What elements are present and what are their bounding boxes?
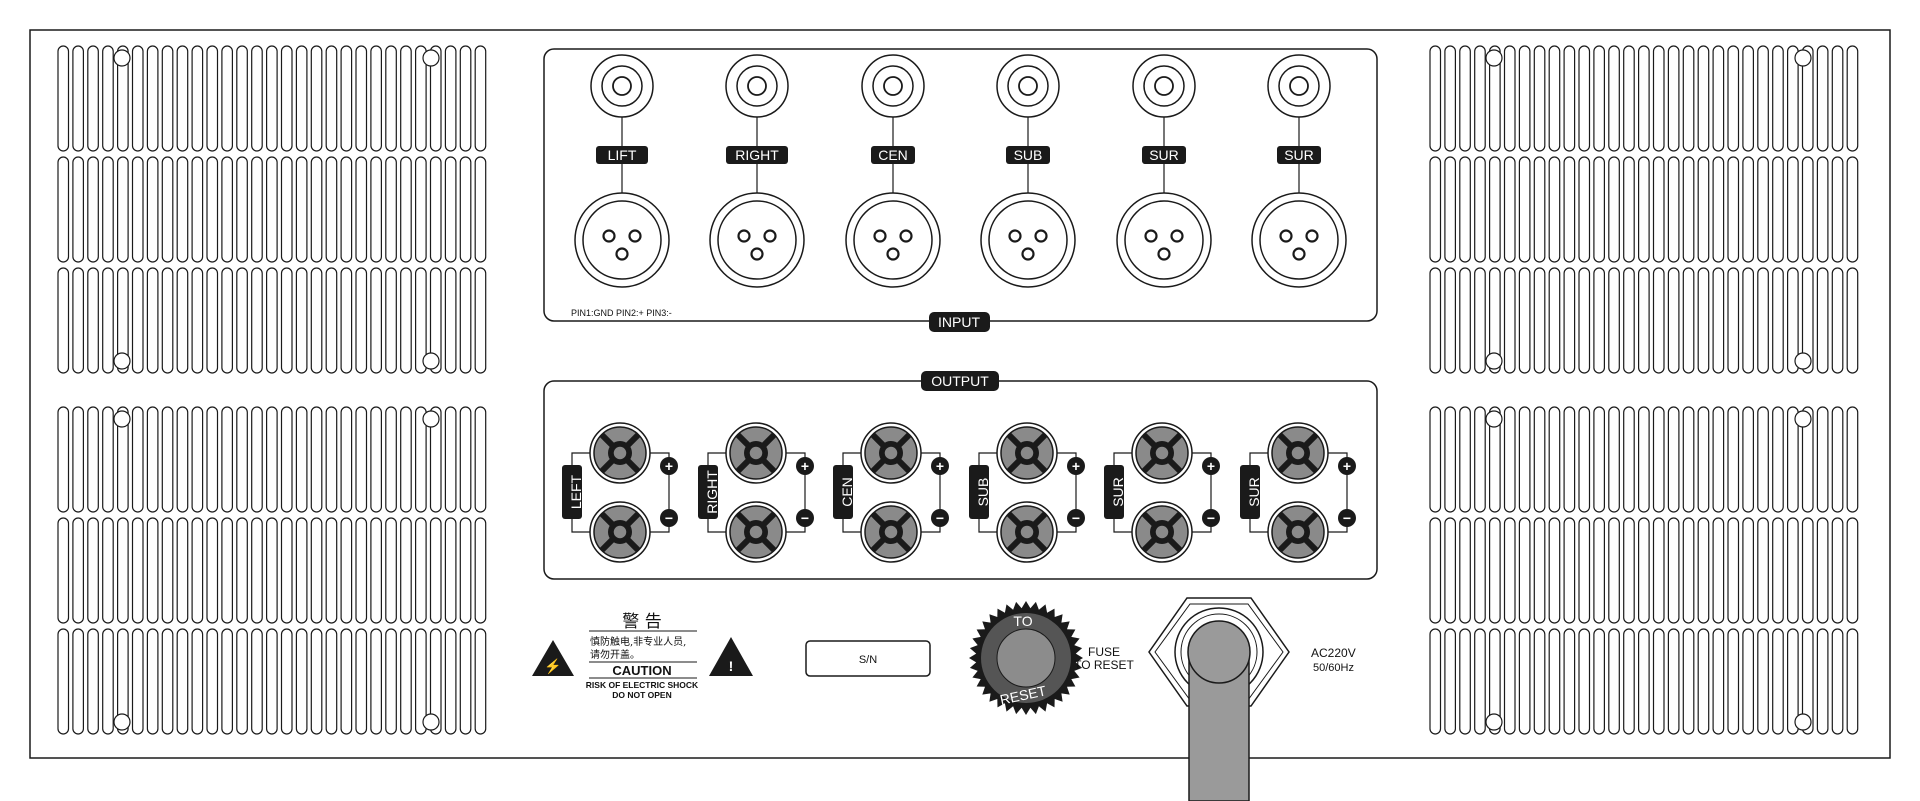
lightning-bolt-icon: ⚡ xyxy=(544,658,561,675)
power-cable-gland: AC220V 50/60Hz xyxy=(1148,597,1356,801)
input-panel-title: INPUT xyxy=(938,314,980,330)
svg-text:−: − xyxy=(1343,510,1351,526)
svg-text:−: − xyxy=(1072,510,1080,526)
svg-text:−: − xyxy=(936,510,944,526)
fuse-label-line1: FUSE xyxy=(1088,645,1120,659)
plus-polarity-icon xyxy=(931,457,949,475)
serial-number-plate: S/N xyxy=(805,640,931,677)
output-panel-title: OUTPUT xyxy=(931,373,989,389)
minus-polarity-icon xyxy=(796,509,814,527)
power-rating-line2: 50/60Hz xyxy=(1313,662,1354,674)
minus-polarity-icon xyxy=(1202,509,1220,527)
svg-text:+: + xyxy=(1072,458,1080,474)
warning-line1-cn: 慎防触电,非专业人员, xyxy=(590,635,686,648)
svg-text:+: + xyxy=(936,458,944,474)
plus-polarity-icon xyxy=(1202,457,1220,475)
plus-polarity-icon xyxy=(1067,457,1085,475)
svg-text:−: − xyxy=(1207,510,1215,526)
exclamation-glyph: ! xyxy=(729,658,734,674)
input-panel: LIFT RIGHT CEN SUB SUR SUR PIN1:GND PIN2:+ PI… xyxy=(543,48,1378,332)
vent-top-left xyxy=(57,45,487,374)
fuse-holder[interactable]: TO RESET FUSE TO RESET xyxy=(969,601,1135,715)
warning-label: ⚡ 警 告 慎防触电,非专业人员, 请勿开盖。 CAUTION RISK OF … xyxy=(532,612,753,700)
svg-text:−: − xyxy=(801,510,809,526)
output-channel-1: LEFT + − xyxy=(562,422,678,563)
caution-heading: CAUTION xyxy=(612,663,671,678)
warning-line2-cn: 请勿开盖。 xyxy=(590,648,640,661)
minus-polarity-icon xyxy=(1067,509,1085,527)
svg-text:+: + xyxy=(665,458,673,474)
vent-bottom-left xyxy=(57,406,487,735)
output-channel-label: RIGHT xyxy=(704,470,720,514)
output-channel-label: CEN xyxy=(839,477,855,507)
vent-top-right xyxy=(1429,45,1859,374)
output-channel-label: SUR xyxy=(1110,477,1126,507)
minus-polarity-icon xyxy=(660,509,678,527)
vent-bottom-right xyxy=(1429,406,1859,735)
exclamation-warning-icon xyxy=(709,637,753,676)
serial-number-label: S/N xyxy=(859,654,877,666)
input-channel-label: SUB xyxy=(1014,147,1043,163)
svg-text:+: + xyxy=(1207,458,1215,474)
input-channel-1: LIFT xyxy=(574,54,670,288)
plus-polarity-icon xyxy=(1338,457,1356,475)
output-channel-label: LEFT xyxy=(568,474,584,509)
input-channel-label: SUR xyxy=(1284,147,1314,163)
input-channel-3: CEN xyxy=(845,54,941,288)
input-channel-2: RIGHT xyxy=(709,54,805,288)
output-channel-6: SUR + − xyxy=(1240,422,1356,563)
output-channel-2: RIGHT + − xyxy=(698,422,814,563)
svg-text:−: − xyxy=(665,510,673,526)
input-channel-label: RIGHT xyxy=(735,147,779,163)
input-channel-label: LIFT xyxy=(608,147,637,163)
power-rating-line1: AC220V xyxy=(1311,646,1356,660)
plus-polarity-icon xyxy=(796,457,814,475)
output-channel-label: SUB xyxy=(975,478,991,507)
output-channel-4: SUB + − xyxy=(969,422,1085,563)
plus-polarity-icon xyxy=(660,457,678,475)
input-channel-6: SUR xyxy=(1251,54,1347,288)
output-channel-5: SUR + − xyxy=(1104,422,1220,563)
input-channel-label: SUR xyxy=(1149,147,1179,163)
fuse-reset-button[interactable] xyxy=(996,628,1056,688)
fuse-label-line2: TO RESET xyxy=(1074,658,1134,672)
pin-assignment-note: PIN1:GND PIN2:+ PIN3:- xyxy=(571,308,672,318)
svg-text:+: + xyxy=(801,458,809,474)
input-channel-4: SUB xyxy=(980,54,1076,288)
svg-text:+: + xyxy=(1343,458,1351,474)
output-channel-3: CEN + − xyxy=(833,422,949,563)
output-panel: OUTPUT LEFT + − RIGHT + − CEN + − SUB + − SUR + − SUR + − xyxy=(543,371,1378,580)
warning-line2-en: DO NOT OPEN xyxy=(612,690,672,700)
output-channel-label: SUR xyxy=(1246,477,1262,507)
electric-shock-warning-icon xyxy=(532,640,574,676)
input-channel-label: CEN xyxy=(878,147,908,163)
input-channel-5: SUR xyxy=(1116,54,1212,288)
fuse-cap-top-text: TO xyxy=(1013,613,1032,629)
warning-title-cn: 警 告 xyxy=(622,612,661,632)
minus-polarity-icon xyxy=(931,509,949,527)
minus-polarity-icon xyxy=(1338,509,1356,527)
ventilation-grilles xyxy=(57,45,1859,735)
warning-line1-en: RISK OF ELECTRIC SHOCK xyxy=(586,680,699,690)
